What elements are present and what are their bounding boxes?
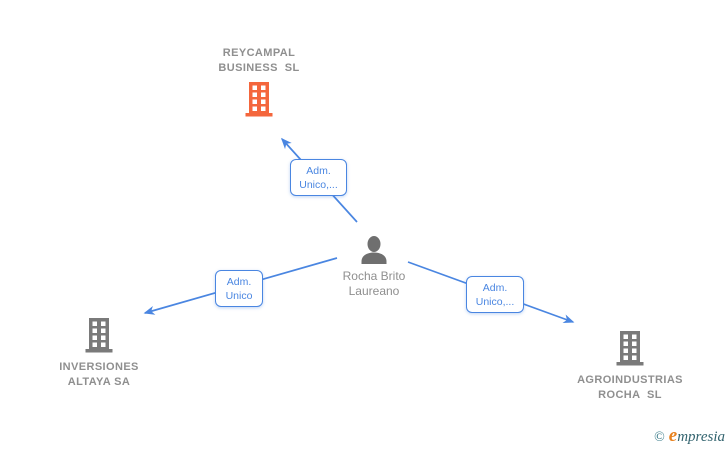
company-name-line1: REYCAMPAL	[222, 47, 296, 59]
edge-label-line1: Adm.	[306, 164, 331, 177]
company-node-agroindustrias-rocha-sl[interactable]: AGROINDUSTRIAS ROCHA SL	[550, 331, 710, 403]
edge-label-line2: Unico,...	[299, 178, 338, 191]
company-name: INVERSIONES ALTAYA SA	[59, 360, 139, 390]
building-icon	[85, 318, 113, 355]
company-name-line2: BUSINESS SL	[218, 62, 300, 74]
edge-label-line1: Adm.	[482, 281, 508, 294]
person-name-line2: Laureano	[348, 284, 400, 298]
company-node-reycampal-business-sl[interactable]: REYCAMPAL BUSINESS SL	[179, 46, 339, 119]
person-node-rocha-brito-laureano[interactable]: Rocha Brito Laureano	[314, 236, 434, 299]
company-name-line2: ALTAYA SA	[67, 376, 131, 388]
company-node-inversiones-altaya-sa[interactable]: INVERSIONES ALTAYA SA	[19, 318, 179, 390]
company-name: AGROINDUSTRIAS ROCHA SL	[577, 373, 683, 403]
building-icon	[616, 331, 644, 368]
company-name-line2: ROCHA SL	[598, 389, 662, 401]
company-name-line1: AGROINDUSTRIAS	[577, 374, 683, 386]
person-icon	[359, 236, 389, 264]
edge-label-right-adm-unico[interactable]: Adm. Unico,...	[466, 276, 524, 313]
copyright-symbol: ©	[654, 430, 665, 445]
building-icon	[245, 82, 273, 119]
person-name-line1: Rocha Brito	[342, 269, 406, 283]
empresia-watermark-link[interactable]: ©empresia	[654, 425, 725, 447]
edge-label-top-adm-unico[interactable]: Adm. Unico,...	[290, 159, 347, 196]
edge-label-line2: Unico,...	[475, 295, 515, 308]
edge-label-line2: Unico	[225, 289, 253, 302]
edge-label-line1: Adm.	[226, 275, 252, 288]
company-name-line1: INVERSIONES	[59, 361, 139, 373]
empresia-logo-text: mpresia	[677, 429, 725, 445]
empresia-logo-e: e	[668, 425, 678, 446]
person-name: Rocha Brito Laureano	[343, 269, 406, 299]
edge-label-left-adm-unico[interactable]: Adm. Unico	[215, 270, 263, 307]
company-name: REYCAMPAL BUSINESS SL	[218, 46, 299, 76]
